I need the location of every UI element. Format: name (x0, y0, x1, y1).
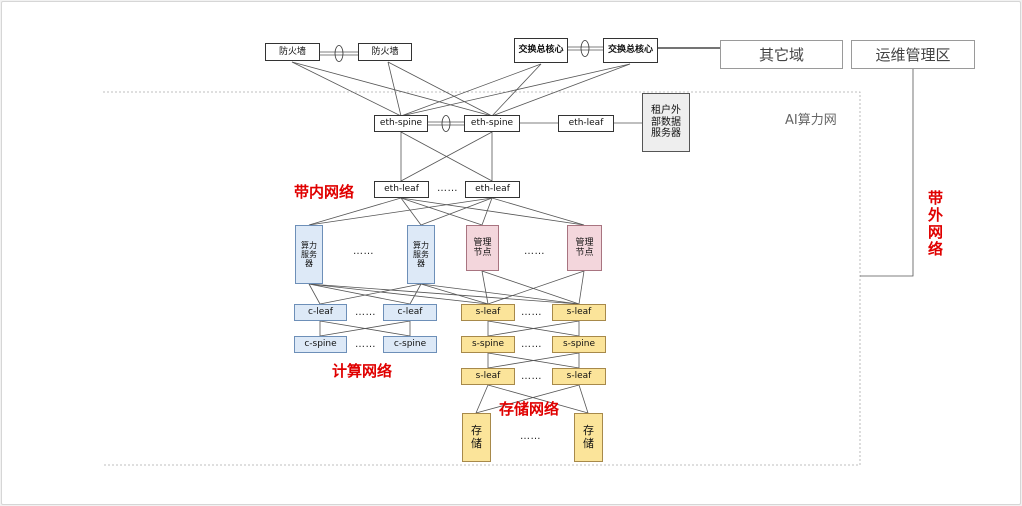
s-leaf-bottom-ellipsis: …… (521, 371, 542, 382)
compute-server-ellipsis: …… (353, 246, 374, 257)
compute-server-2: 算力服务器 (407, 225, 435, 284)
eth-leaf-right: eth-leaf (465, 181, 520, 198)
s-leaf-top-1: s-leaf (461, 304, 515, 321)
ai-zone-border (103, 91, 861, 466)
c-spine-2: c-spine (383, 336, 437, 353)
tenant-external-data-server: 租户外部数据服务器 (642, 93, 690, 152)
c-spine-ellipsis: …… (355, 339, 376, 350)
ai-zone-title: AI算力网 (785, 113, 837, 128)
s-leaf-top-ellipsis: …… (521, 307, 542, 318)
c-leaf-2: c-leaf (383, 304, 437, 321)
firewall-left: 防火墙 (265, 43, 320, 61)
storage-ellipsis: …… (520, 431, 541, 442)
s-spine-1: s-spine (461, 336, 515, 353)
other-zone: 其它域 (720, 40, 843, 69)
s-spine-ellipsis: …… (521, 339, 542, 350)
eth-spine-left: eth-spine (374, 115, 428, 132)
firewall-right: 防火墙 (358, 43, 412, 61)
c-leaf-ellipsis: …… (355, 307, 376, 318)
core-switch-left: 交换总核心 (514, 38, 568, 63)
s-leaf-bottom-2: s-leaf (552, 368, 606, 385)
eth-leaf-left: eth-leaf (374, 181, 429, 198)
management-node-2: 管理节点 (567, 225, 602, 271)
storage-network-label: 存储网络 (499, 400, 560, 418)
eth-leaf-ellipsis: …… (437, 183, 458, 194)
storage-2: 存储 (574, 413, 603, 462)
eth-leaf-external: eth-leaf (558, 115, 614, 132)
s-leaf-bottom-1: s-leaf (461, 368, 515, 385)
compute-server-1: 算力服务器 (295, 225, 323, 284)
ops-management-zone: 运维管理区 (851, 40, 975, 69)
inband-network-label: 带内网络 (294, 183, 355, 201)
core-switch-right: 交换总核心 (603, 38, 658, 63)
management-node-1: 管理节点 (466, 225, 499, 271)
storage-1: 存储 (462, 413, 491, 462)
compute-network-label: 计算网络 (332, 362, 393, 380)
outband-network-label: 带外网络 (926, 190, 944, 258)
s-spine-2: s-spine (552, 336, 606, 353)
management-node-ellipsis: …… (524, 246, 545, 257)
outband-line (860, 68, 914, 277)
eth-spine-right: eth-spine (464, 115, 520, 132)
c-leaf-1: c-leaf (294, 304, 347, 321)
c-spine-1: c-spine (294, 336, 347, 353)
s-leaf-top-2: s-leaf (552, 304, 606, 321)
